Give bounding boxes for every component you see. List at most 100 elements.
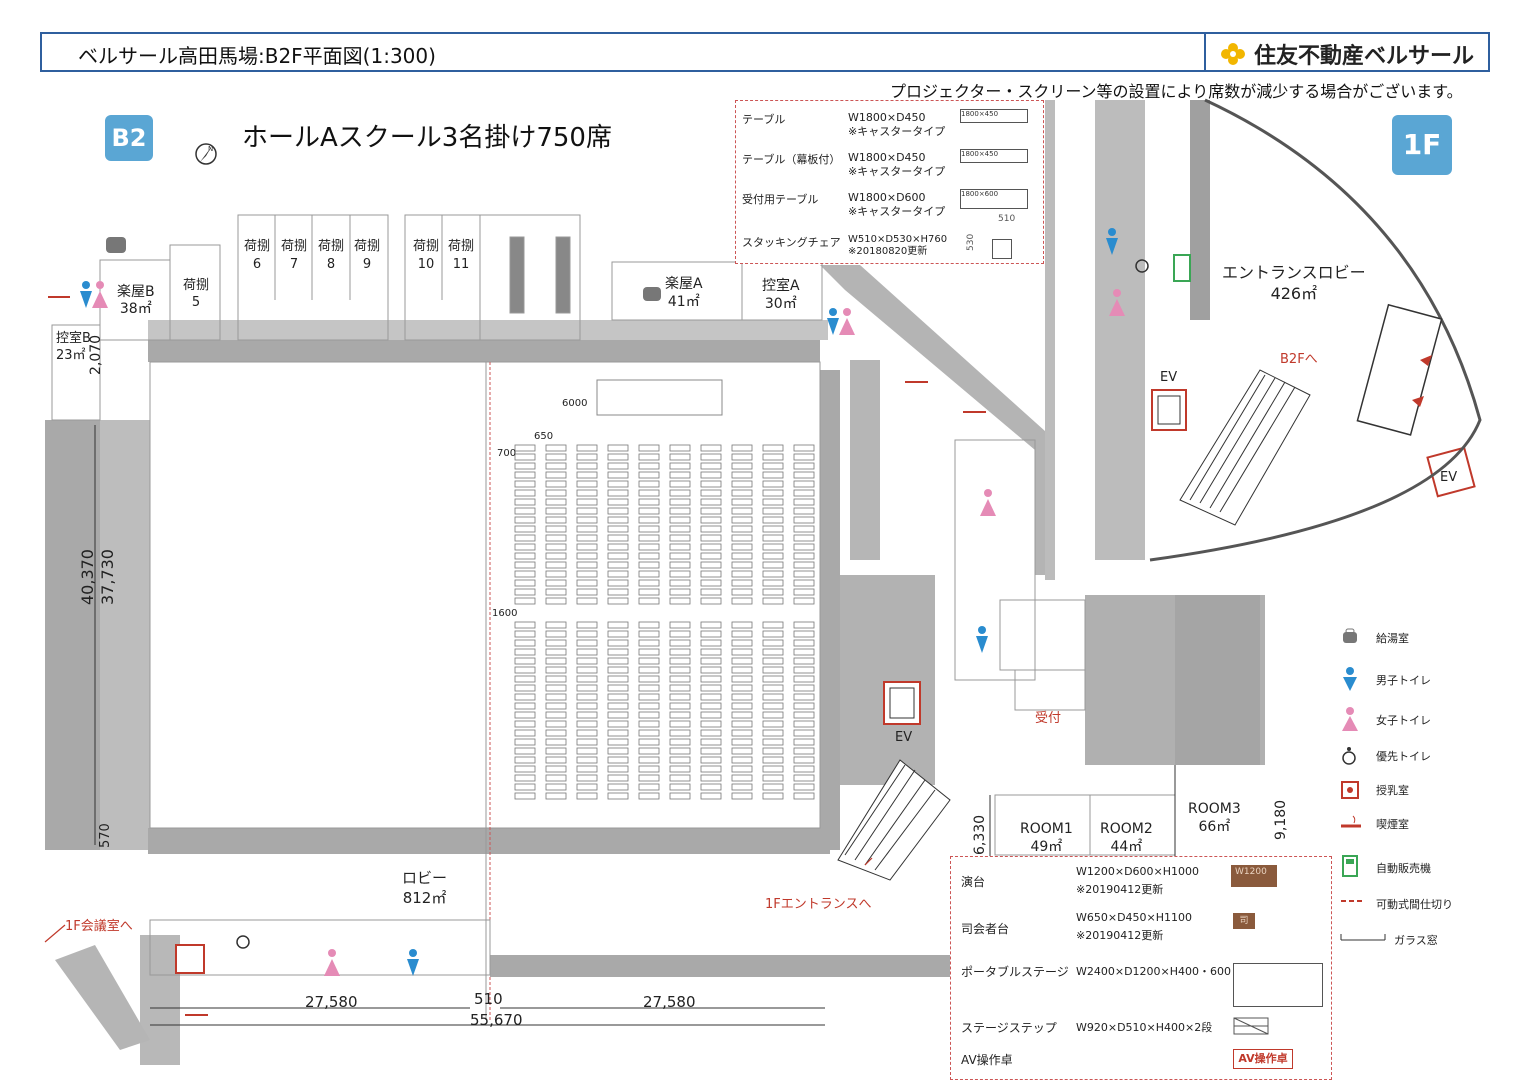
dim-55670: 55,670 <box>470 1011 523 1029</box>
seat-row <box>669 648 691 656</box>
seat-row <box>514 648 536 656</box>
seat-row <box>793 630 815 638</box>
seat-row <box>638 783 660 791</box>
seat-row <box>731 693 753 701</box>
seat-row <box>576 444 598 452</box>
seat-row <box>762 774 784 782</box>
seat-row <box>607 561 629 569</box>
seat-row <box>762 657 784 665</box>
seat-row <box>514 588 536 596</box>
vending-machine-icon <box>1173 254 1191 282</box>
seat-row <box>762 621 784 629</box>
seat-row <box>576 774 598 782</box>
glass-window-icon <box>1340 934 1386 941</box>
seat-row <box>545 711 567 719</box>
seat-row <box>545 471 567 479</box>
seat-row <box>700 630 722 638</box>
seat-row <box>731 783 753 791</box>
seat-row <box>762 711 784 719</box>
seat-row <box>731 639 753 647</box>
seat-row <box>607 588 629 596</box>
seat-row <box>514 471 536 479</box>
escalator-1f <box>1179 369 1311 526</box>
seat-row <box>669 774 691 782</box>
seat-row <box>545 525 567 533</box>
seat-row <box>700 489 722 497</box>
seat-row <box>576 516 598 524</box>
seat-row <box>793 516 815 524</box>
seat-row <box>576 588 598 596</box>
seat-row <box>638 516 660 524</box>
seat-row <box>700 765 722 773</box>
seat-row <box>669 516 691 524</box>
seat-row <box>638 579 660 587</box>
seat-row <box>669 534 691 542</box>
seat-row <box>638 507 660 515</box>
seat-row <box>607 774 629 782</box>
seat-row <box>731 648 753 656</box>
seat-row <box>607 489 629 497</box>
seat-row <box>700 639 722 647</box>
seat-row <box>514 720 536 728</box>
seat-row <box>762 480 784 488</box>
dim-37730: 37,730 <box>98 549 117 605</box>
seat-row <box>669 639 691 647</box>
seat-row <box>731 729 753 737</box>
seat-row <box>607 783 629 791</box>
seat-row <box>669 489 691 497</box>
seat-row <box>607 729 629 737</box>
seat-row <box>545 453 567 461</box>
seat-row <box>514 738 536 746</box>
seat-row <box>576 666 598 674</box>
seat-row <box>607 684 629 692</box>
seat-row <box>669 480 691 488</box>
seat-row <box>731 552 753 560</box>
notice-text: プロジェクター・スクリーン等の設置により席数が減少する場合がございます。 <box>890 82 1463 101</box>
seat-row <box>545 498 567 506</box>
seat-row <box>514 666 536 674</box>
seat-row <box>607 639 629 647</box>
seat-row <box>514 792 536 800</box>
dim-1600: 1600 <box>492 608 518 619</box>
seat-row <box>514 747 536 755</box>
seat-row <box>576 471 598 479</box>
ev-1f-icon <box>1151 389 1187 431</box>
storage-bays <box>51 214 823 421</box>
seat-row <box>700 684 722 692</box>
seat-row <box>607 525 629 533</box>
seat-row <box>793 462 815 470</box>
seat-row <box>545 720 567 728</box>
accessible-toilet-icon <box>1342 747 1356 765</box>
seat-row <box>700 588 722 596</box>
seat-row <box>638 543 660 551</box>
seat-row <box>514 561 536 569</box>
seat-row <box>669 621 691 629</box>
seat-row <box>607 444 629 452</box>
seat-row <box>576 738 598 746</box>
seat-row <box>731 489 753 497</box>
seat-row <box>638 666 660 674</box>
seat-row <box>607 711 629 719</box>
seat-row <box>638 489 660 497</box>
seat-row <box>793 720 815 728</box>
seat-row <box>545 738 567 746</box>
seat-row <box>514 570 536 578</box>
seat-row <box>545 543 567 551</box>
seat-row <box>545 462 567 470</box>
seat-row <box>793 675 815 683</box>
seat-row <box>638 588 660 596</box>
dim-2070: 2,070 <box>88 334 104 375</box>
seat-row <box>700 453 722 461</box>
seat-row <box>638 534 660 542</box>
seat-row <box>669 543 691 551</box>
av-console-icon: AV操作卓 <box>1233 1049 1293 1069</box>
label-uketsuke: 受付 <box>1035 711 1062 726</box>
seat-row <box>669 462 691 470</box>
seat-row <box>793 774 815 782</box>
seat-row <box>700 471 722 479</box>
seat-row <box>607 498 629 506</box>
